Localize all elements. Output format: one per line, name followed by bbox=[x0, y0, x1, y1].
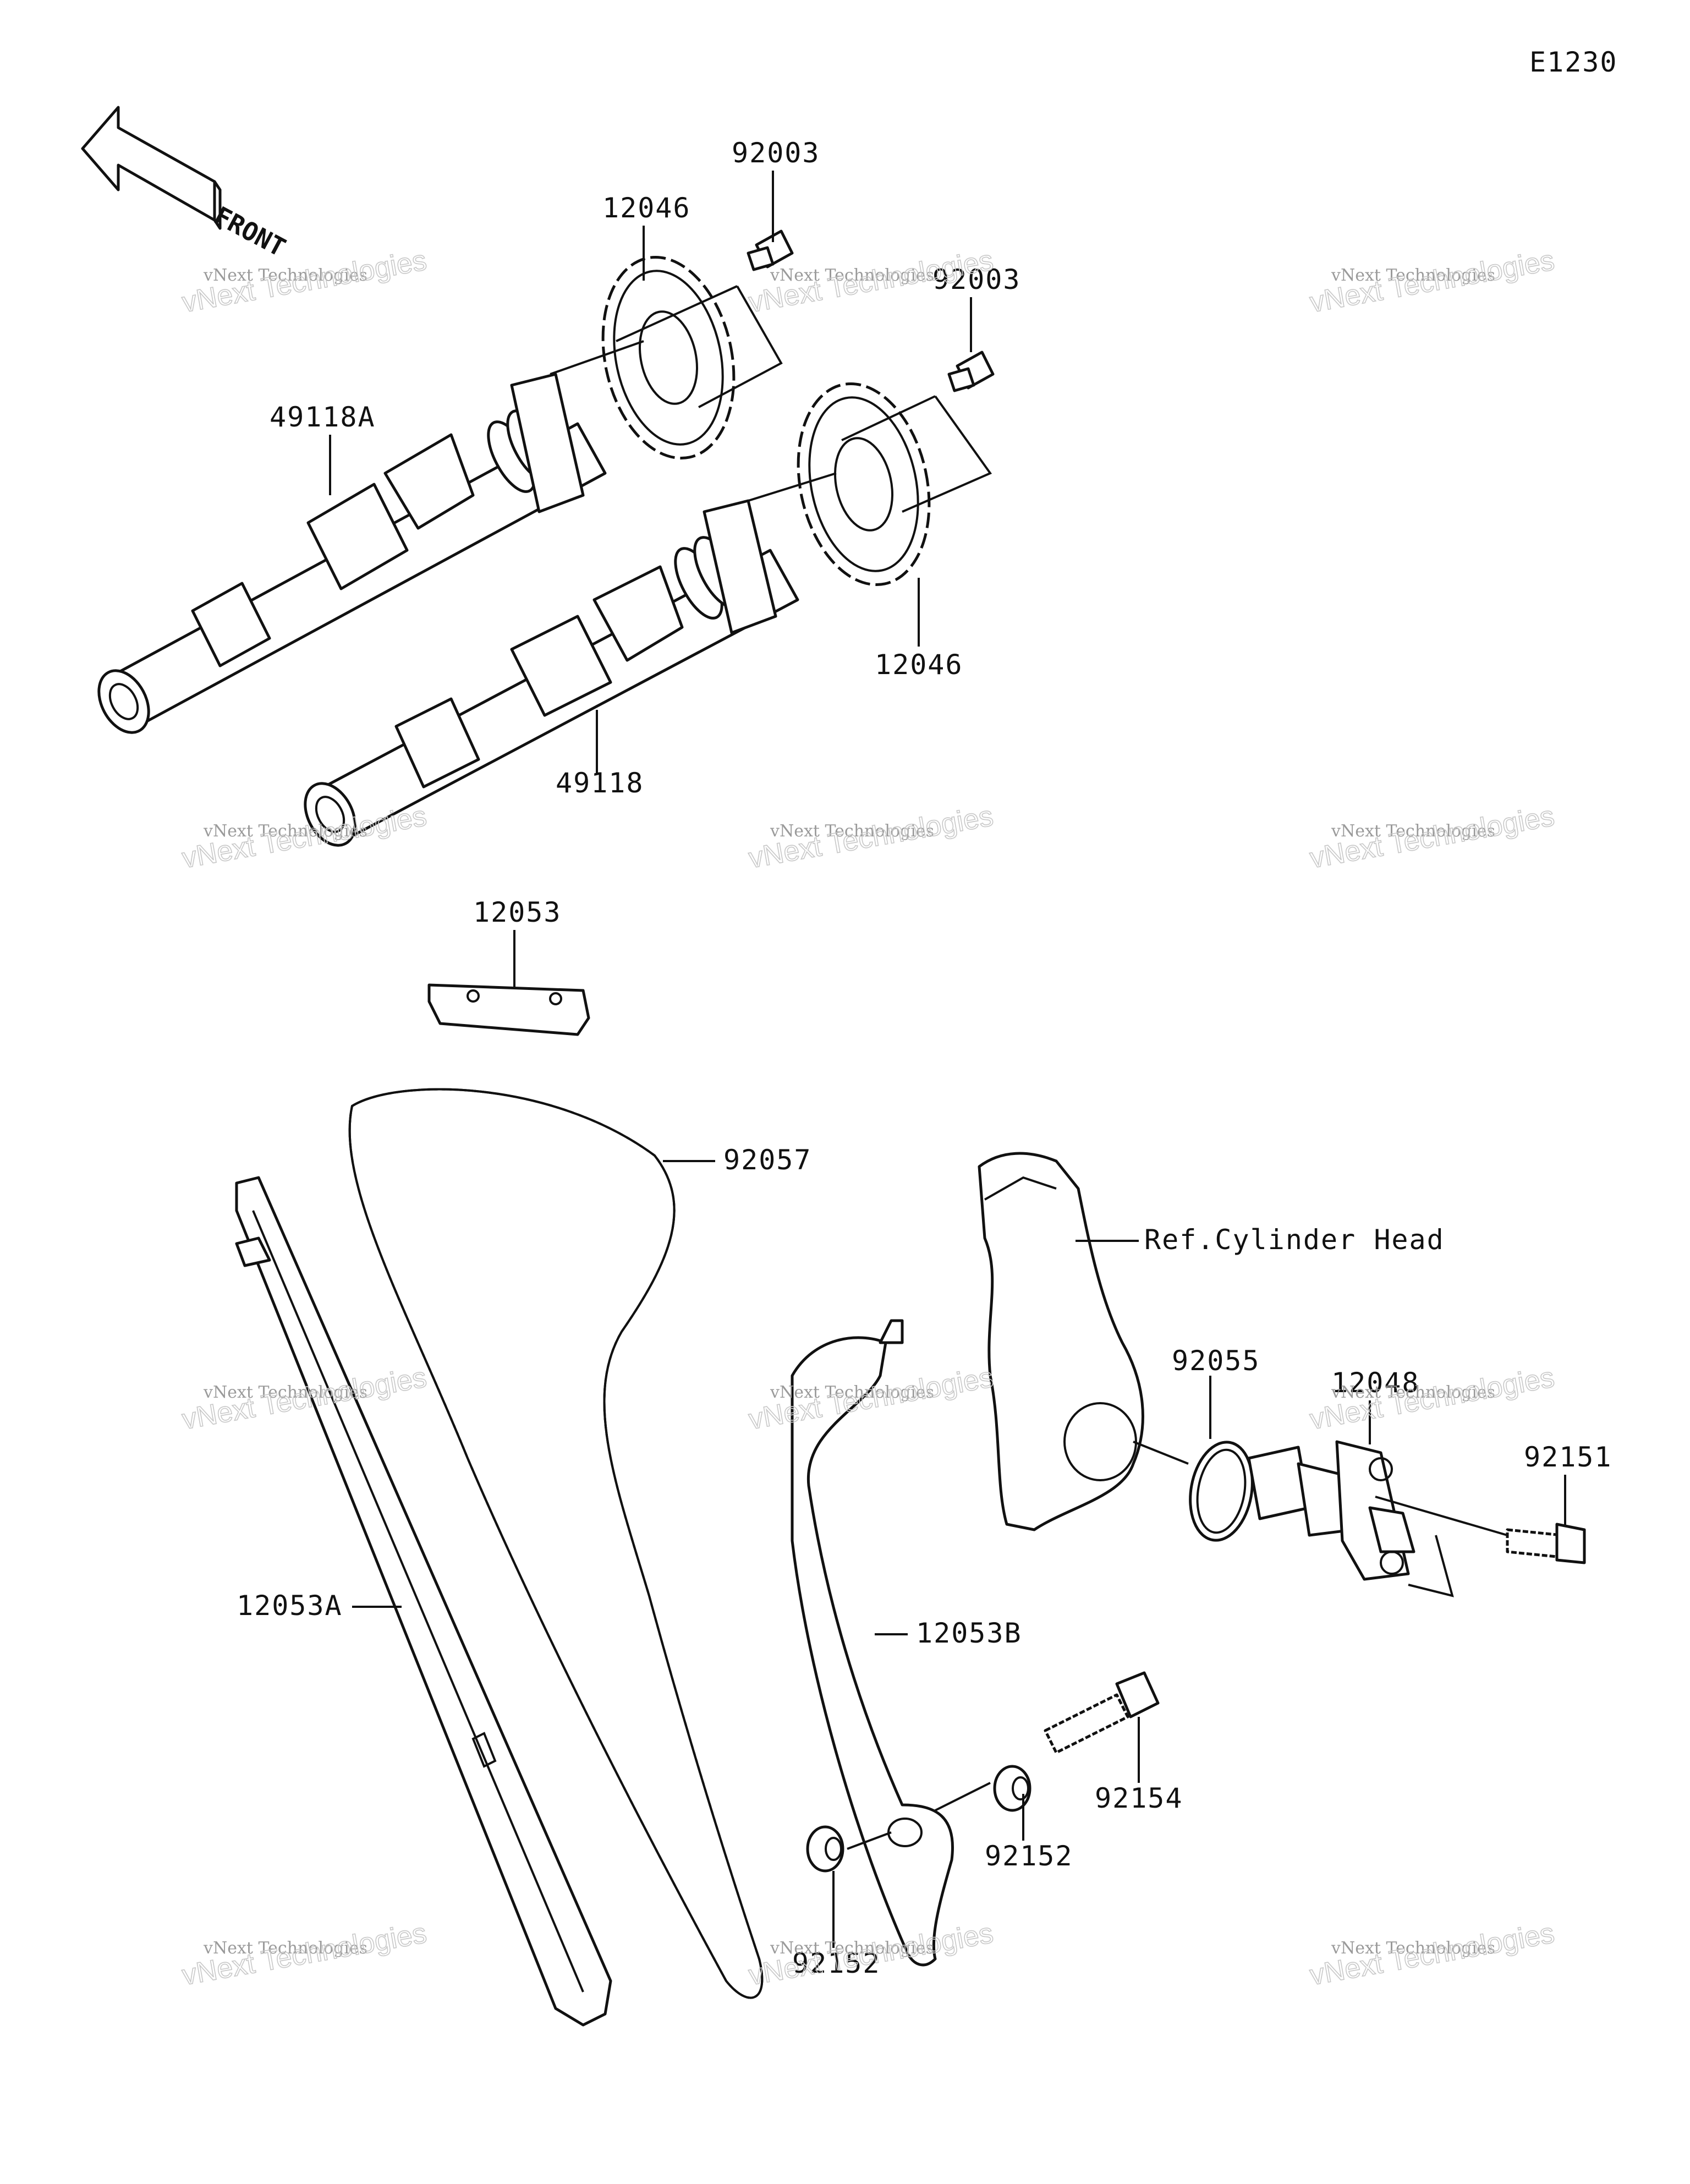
part-number-12053b[interactable]: 12053B bbox=[916, 1617, 1022, 1649]
collar-92152-a bbox=[806, 1825, 844, 1873]
watermark-line2: vNext Technologies bbox=[1308, 244, 1557, 319]
watermark-line2: vNext Technologies bbox=[747, 1917, 996, 1991]
watermark-line2: vNext Technologies bbox=[180, 244, 429, 319]
bolt-92151 bbox=[1506, 1523, 1586, 1564]
part-number-12053a[interactable]: 12053A bbox=[237, 1590, 343, 1622]
watermark-line1: vNext Technologies bbox=[203, 822, 367, 841]
cylinder-head-reference bbox=[978, 1152, 1144, 1531]
front-label: FRONT bbox=[210, 200, 291, 262]
part-number-92151[interactable]: 92151 bbox=[1524, 1441, 1612, 1473]
part-number-12053[interactable]: 12053 bbox=[473, 896, 562, 928]
watermark-line2: vNext Technologies bbox=[180, 800, 429, 874]
bolt-92003-a bbox=[747, 229, 794, 271]
watermark-line1: vNext Technologies bbox=[770, 1939, 934, 1958]
part-number-92057[interactable]: 92057 bbox=[723, 1144, 812, 1176]
part-number-92152-b[interactable]: 92152 bbox=[985, 1840, 1073, 1872]
tensioner-guide-12053b bbox=[791, 1319, 954, 1967]
bolt-92154 bbox=[1044, 1671, 1160, 1754]
part-number-49118a[interactable]: 49118A bbox=[270, 401, 376, 433]
part-number-92055[interactable]: 92055 bbox=[1172, 1345, 1260, 1377]
part-number-92152-a[interactable]: 92152 bbox=[792, 1947, 881, 1979]
part-number-49118[interactable]: 49118 bbox=[556, 767, 644, 799]
watermark-line2: vNext Technologies bbox=[180, 1917, 429, 1991]
timing-chain-92057 bbox=[348, 1088, 764, 1999]
part-number-92003-a[interactable]: 92003 bbox=[732, 137, 820, 169]
chain-guide-12053a bbox=[235, 1176, 612, 2027]
watermark-line1: vNext Technologies bbox=[770, 266, 934, 285]
part-number-12048[interactable]: 12048 bbox=[1331, 1367, 1420, 1399]
watermark-line1: vNext Technologies bbox=[1331, 266, 1495, 285]
watermark-line1: vNext Technologies bbox=[203, 1939, 367, 1958]
reference-label: Ref.Cylinder Head bbox=[1144, 1224, 1445, 1256]
part-number-92154[interactable]: 92154 bbox=[1095, 1782, 1183, 1814]
sprocket-12046-a bbox=[601, 255, 736, 460]
watermark-line1: vNext Technologies bbox=[1331, 1939, 1495, 1958]
camshaft-49118a bbox=[97, 373, 607, 734]
watermark-line1: vNext Technologies bbox=[203, 266, 367, 285]
watermark-line2: vNext Technologies bbox=[747, 800, 996, 874]
watermark-line1: vNext Technologies bbox=[1331, 822, 1495, 841]
watermark-line1: vNext Technologies bbox=[770, 1383, 934, 1402]
chain-guide-12053 bbox=[427, 983, 590, 1036]
part-number-12046-a[interactable]: 12046 bbox=[602, 192, 691, 224]
part-number-92003-b[interactable]: 92003 bbox=[932, 264, 1021, 295]
diagram-code: E1230 bbox=[1529, 46, 1618, 78]
o-ring-92055 bbox=[1189, 1441, 1254, 1542]
chain-tensioner-12048 bbox=[1247, 1440, 1415, 1581]
watermark-line1: vNext Technologies bbox=[1331, 1383, 1495, 1402]
watermark-line1: vNext Technologies bbox=[770, 822, 934, 841]
watermark-line1: vNext Technologies bbox=[203, 1383, 367, 1402]
front-arrow-icon: FRONT bbox=[81, 106, 291, 262]
part-number-12046-b[interactable]: 12046 bbox=[875, 649, 963, 681]
watermark-line2: vNext Technologies bbox=[1308, 1917, 1557, 1991]
leader-lines bbox=[329, 171, 1566, 1948]
watermark-line2: vNext Technologies bbox=[1308, 800, 1557, 874]
camshaft-49118 bbox=[304, 499, 799, 847]
sprocket-12046-b bbox=[797, 382, 931, 587]
bolt-92003-b bbox=[947, 351, 995, 392]
collar-92152-b bbox=[993, 1765, 1031, 1812]
